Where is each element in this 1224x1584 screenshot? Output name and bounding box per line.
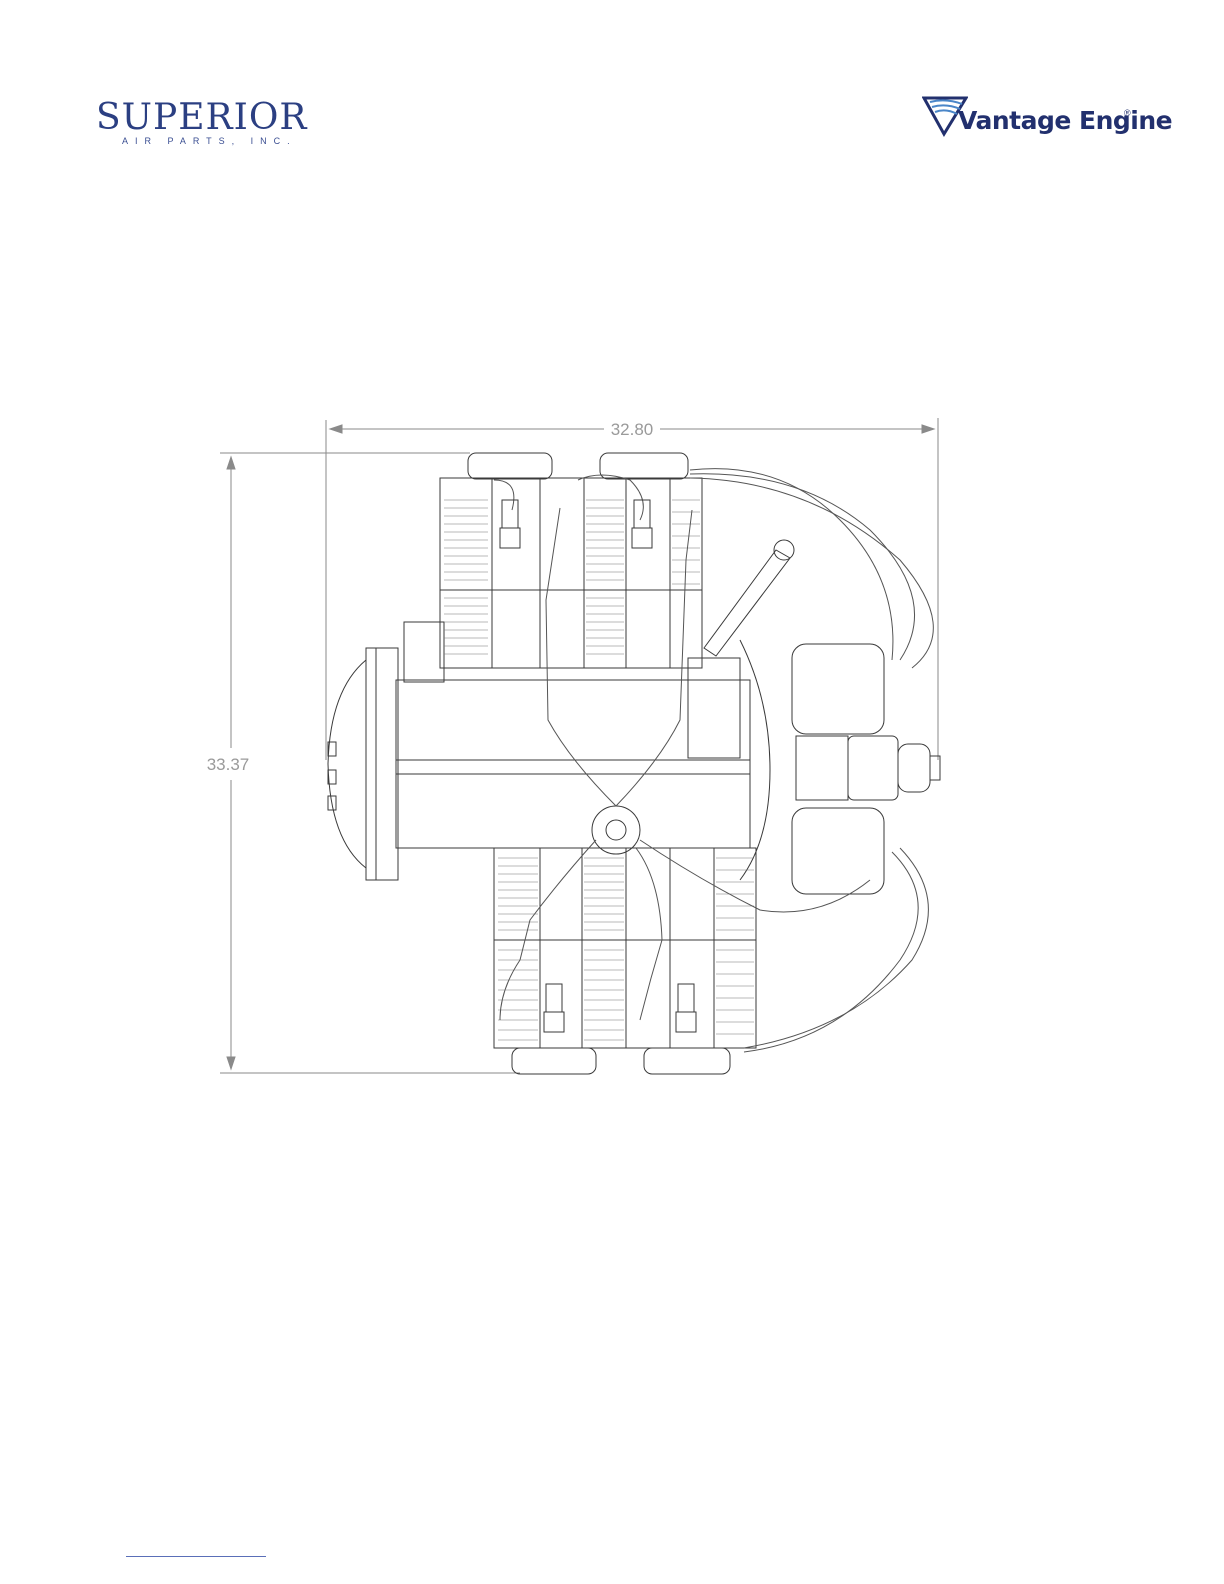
height-dimension-label: 33.37 (207, 755, 250, 774)
engine-outline (328, 453, 940, 1074)
cylinder-fins (444, 500, 754, 1040)
vantage-wordmark: Vantage Engine (958, 106, 1172, 135)
engine-drawing: 32.80 33.37 (190, 400, 970, 1090)
vantage-engine-logo: Vantage Engine ® (922, 92, 1142, 148)
footer-rule (126, 1556, 266, 1557)
width-dimension (326, 418, 938, 760)
height-dimension (220, 453, 520, 1073)
width-dimension-label: 32.80 (611, 420, 654, 439)
superior-tagline: AIR PARTS, INC. (122, 136, 297, 146)
superior-wordmark: SUPERIOR (96, 96, 307, 140)
registered-mark: ® (1124, 108, 1131, 118)
superior-air-parts-logo: SUPERIOR AIR PARTS, INC. (96, 96, 326, 156)
